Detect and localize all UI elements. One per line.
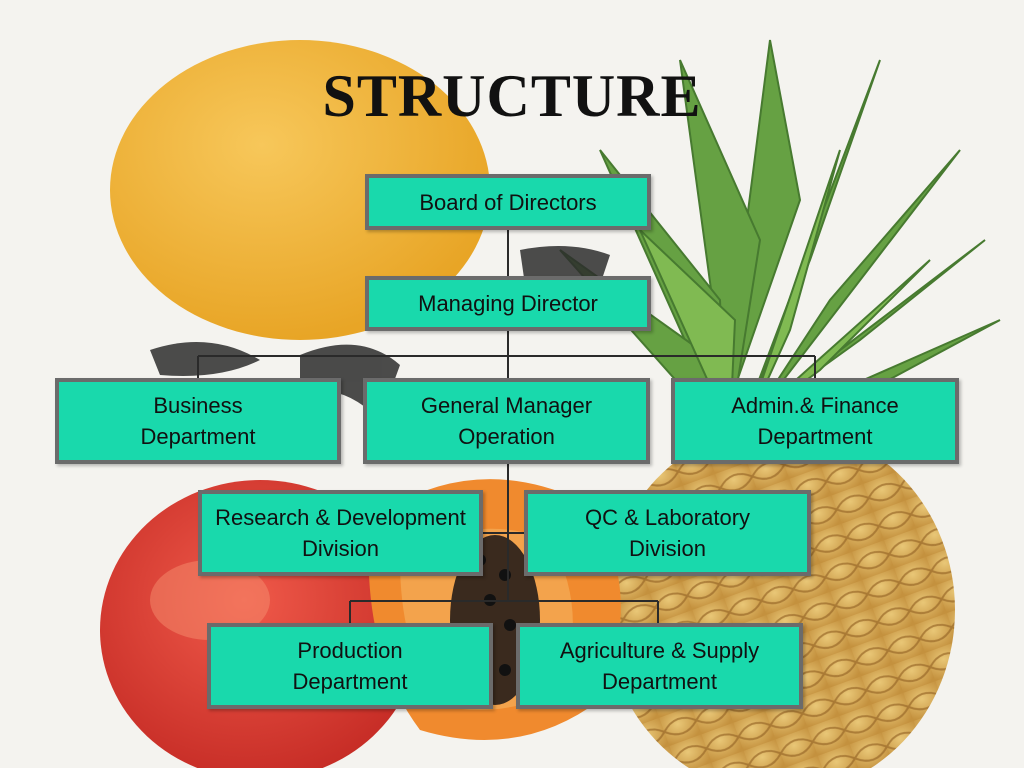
slide-title: STRUCTURE: [322, 63, 702, 129]
node-managing-director[interactable]: Managing Director: [365, 276, 651, 331]
node-research-development-division[interactable]: Research & Development Division: [198, 490, 483, 576]
node-qc-laboratory-division[interactable]: QC & Laboratory Division: [524, 490, 811, 576]
node-general-manager-operation[interactable]: General Manager Operation: [363, 378, 650, 464]
orange-fruit: [110, 40, 490, 340]
node-business-department[interactable]: Business Department: [55, 378, 341, 464]
node-production-department[interactable]: Production Department: [207, 623, 493, 709]
node-board-of-directors[interactable]: Board of Directors: [365, 174, 651, 230]
node-admin-finance-department[interactable]: Admin.& Finance Department: [671, 378, 959, 464]
node-agriculture-supply-department[interactable]: Agriculture & Supply Department: [516, 623, 803, 709]
